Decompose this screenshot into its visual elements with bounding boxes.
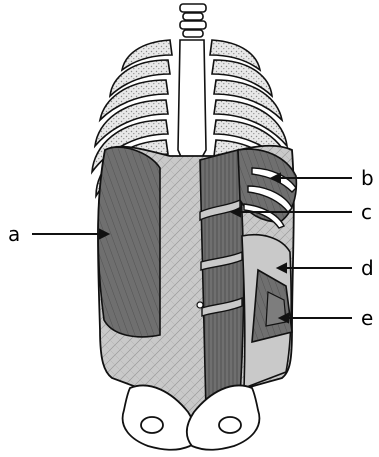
label-b: b xyxy=(361,166,374,190)
vertebral-column xyxy=(180,4,206,37)
umbilicus xyxy=(197,302,203,308)
label-c: c xyxy=(361,200,372,224)
rectus-abdominis-muscle xyxy=(200,150,244,412)
label-d: d xyxy=(361,256,374,280)
external-oblique-muscle xyxy=(98,147,160,337)
label-e: e xyxy=(361,306,373,330)
label-a: a xyxy=(8,222,20,246)
sternum xyxy=(178,40,206,168)
